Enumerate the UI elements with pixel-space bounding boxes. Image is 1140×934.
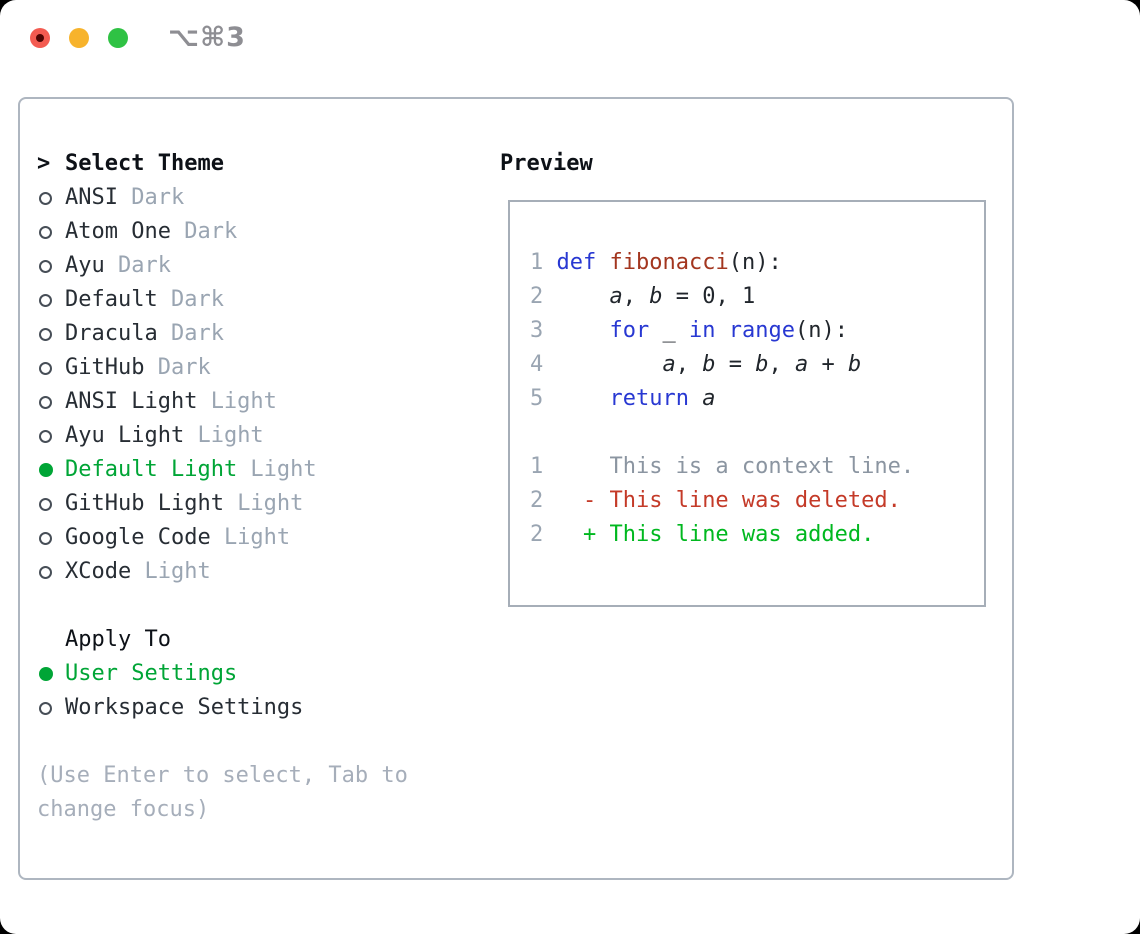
theme-option[interactable]: ANSI Light Light (37, 385, 434, 419)
option-tag: Light (197, 423, 264, 448)
prompt-icon: > (37, 151, 51, 176)
code-line: 2 + This line was added. (530, 518, 984, 552)
line-number: 2 (530, 522, 544, 547)
theme-option[interactable]: Google Code Light (37, 521, 434, 555)
radio-icon (39, 701, 52, 715)
radio-icon (39, 395, 52, 409)
option-tag: Light (250, 457, 317, 482)
code-line: 1 def fibonacci(n): (530, 246, 984, 280)
line-number: 1 (530, 250, 544, 275)
option-label: Default (65, 287, 158, 312)
code-line (530, 416, 984, 450)
line-number: 3 (530, 318, 544, 343)
option-label: GitHub Light (65, 491, 224, 516)
option-tag: Dark (170, 321, 224, 346)
theme-option[interactable]: Ayu Light Light (37, 419, 434, 453)
theme-option[interactable]: GitHub Light Light (37, 487, 434, 521)
option-tag: Dark (117, 253, 171, 278)
option-label: GitHub (65, 355, 145, 380)
line-number: 2 (530, 488, 544, 513)
radio-selected-icon (39, 667, 53, 681)
option-tag: Dark (184, 219, 238, 244)
apply-to-title: Apply To (65, 627, 171, 652)
radio-icon (39, 361, 52, 375)
option-tag: Light (210, 389, 277, 414)
option-label: Ayu (65, 253, 105, 278)
option-tag: Dark (170, 287, 224, 312)
code-line: 4 a, b = b, a + b (530, 348, 984, 382)
code-line: 2 - This line was deleted. (530, 484, 984, 518)
apply-to-option[interactable]: User Settings (37, 657, 434, 691)
radio-icon (39, 191, 52, 205)
option-tag: Light (223, 525, 291, 550)
option-label: ANSI Light (65, 389, 198, 414)
option-label: Dracula (65, 321, 158, 346)
option-tag: Light (144, 559, 211, 584)
radio-icon (39, 531, 52, 545)
theme-option[interactable]: Ayu Dark (37, 249, 434, 283)
code-line: 5 return a (530, 382, 984, 416)
theme-option[interactable]: ANSI Dark (37, 181, 434, 215)
preview-title: Preview (500, 151, 593, 176)
zoom-button[interactable] (108, 28, 128, 48)
spacer (37, 589, 434, 623)
theme-option[interactable]: Dracula Dark (37, 317, 434, 351)
radio-icon (39, 429, 52, 443)
option-label: Ayu Light (65, 423, 185, 448)
option-tag: Light (237, 491, 304, 516)
radio-icon (39, 225, 52, 239)
line-number: 2 (530, 284, 544, 309)
option-label: Atom One (65, 219, 171, 244)
minimize-button[interactable] (69, 28, 89, 48)
option-tag: Dark (157, 355, 211, 380)
radio-icon (39, 565, 52, 579)
close-button[interactable] (30, 28, 50, 48)
line-number: 1 (530, 454, 544, 479)
option-tag: Dark (131, 185, 185, 210)
radio-icon (39, 327, 52, 341)
code-line: 2 a, b = 0, 1 (530, 280, 984, 314)
apply-to-option[interactable]: Workspace Settings (37, 691, 434, 725)
theme-option[interactable]: GitHub Dark (37, 351, 434, 385)
theme-option[interactable]: Default Dark (37, 283, 434, 317)
window-title: ⌥⌘3 (168, 22, 246, 53)
option-label: Workspace Settings (65, 695, 304, 720)
code-line: 1 This is a context line. (530, 450, 984, 484)
select-theme-header: > Select Theme (37, 147, 434, 181)
line-number: 5 (530, 386, 544, 411)
option-label: XCode (65, 559, 132, 584)
traffic-lights (30, 28, 128, 48)
radio-icon (39, 497, 52, 511)
line-number: 4 (530, 352, 544, 377)
select-theme-title: Select Theme (65, 151, 224, 176)
code-line: 3 for _ in range(n): (530, 314, 984, 348)
option-label: Default Light (65, 457, 238, 482)
theme-option[interactable]: Atom One Dark (37, 215, 434, 249)
option-label: Google Code (65, 525, 211, 550)
option-label: ANSI (65, 185, 118, 210)
theme-option[interactable]: XCode Light (37, 555, 434, 589)
radio-selected-icon (39, 463, 53, 477)
theme-option[interactable]: Default Light Light (37, 453, 434, 487)
option-label: User Settings (65, 661, 238, 686)
radio-icon (39, 259, 52, 273)
radio-icon (39, 293, 52, 307)
hint-text: (Use Enter to select, Tab to change focu… (37, 763, 408, 822)
